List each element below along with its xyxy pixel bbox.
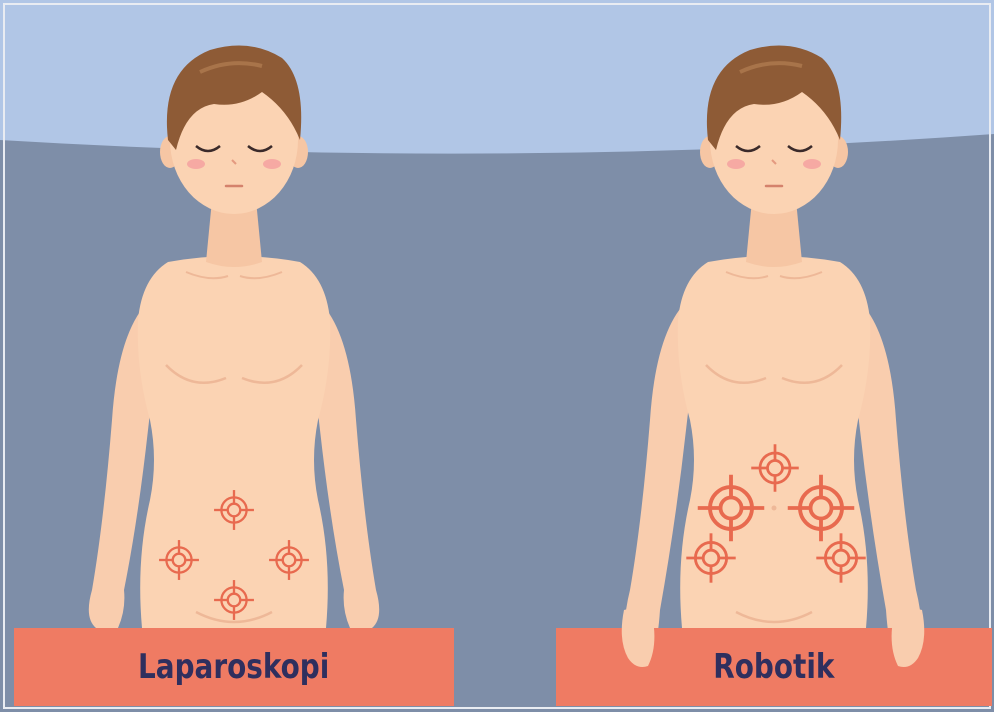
hand-left-robotik (622, 606, 655, 667)
hand-right-robotik (892, 606, 925, 667)
